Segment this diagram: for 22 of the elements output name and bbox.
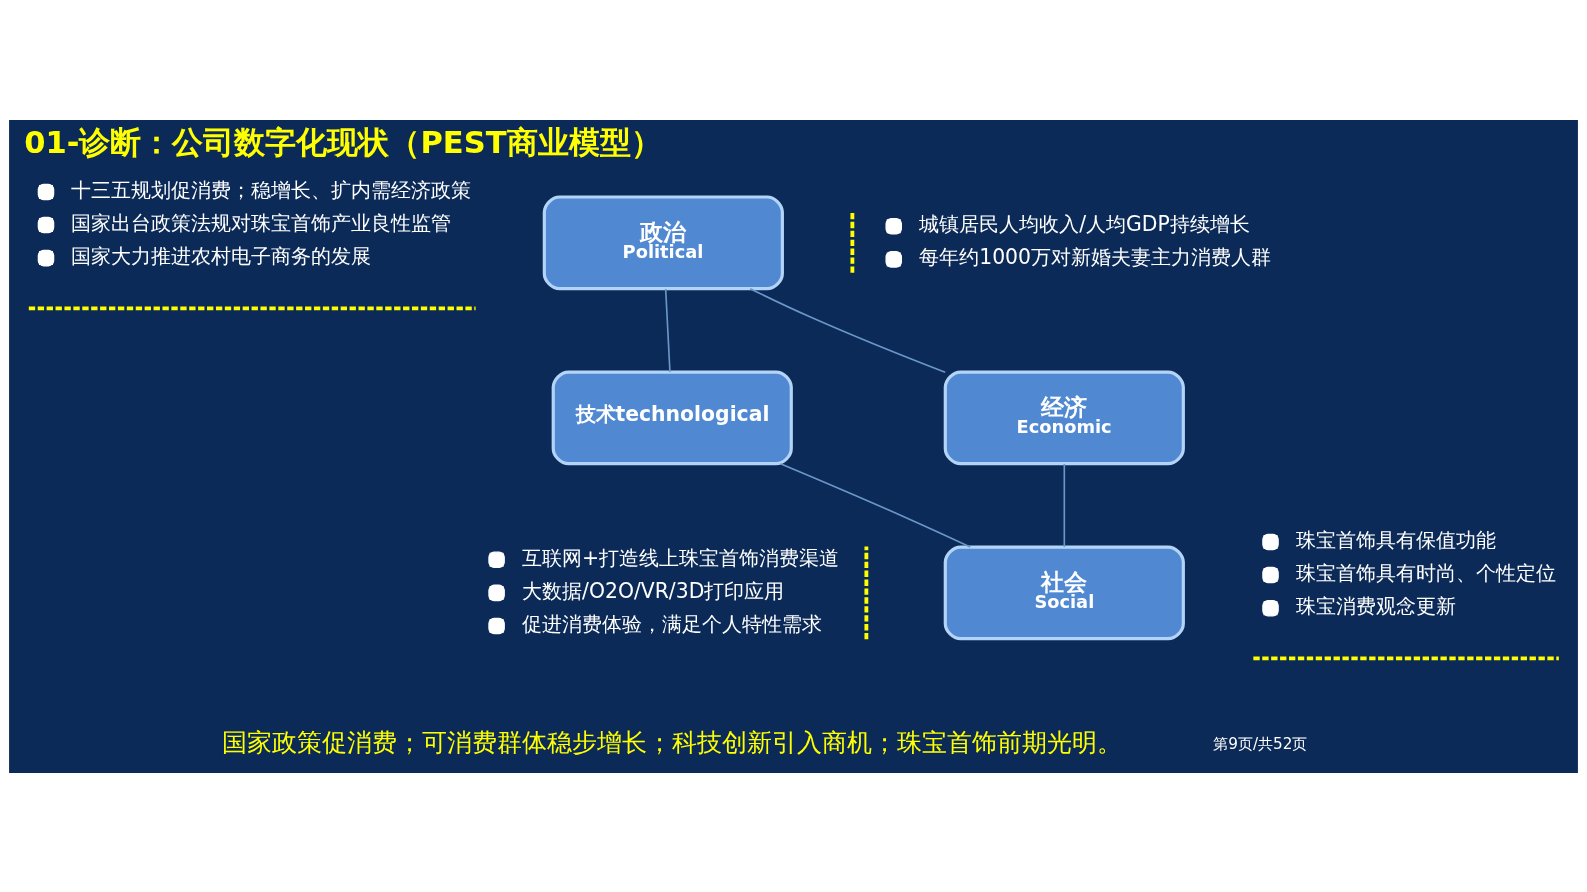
node-label: 国家出台政策法规对珠宝首饰产业良性监管 xyxy=(71,210,452,235)
diagram-title: 01-诊断：公司数字化现状（PEST商业模型） xyxy=(24,124,662,160)
node-label: 大数据/O2O/VR/3D打印应用 xyxy=(522,578,785,603)
node-label: 珠宝首饰具有保值功能 xyxy=(1295,527,1496,552)
node-label: 每年约1000万对新婚夫妻主力消费人群 xyxy=(919,244,1272,269)
node-label: 促进消费体验，满足个人特性需求 xyxy=(522,611,823,636)
connector xyxy=(749,287,946,373)
node-label: 十三五规划促消费；稳增长、扩内需经济政策 xyxy=(71,177,472,202)
label: 国家政策促消费；可消费群体稳步增长；科技创新引入商机；珠宝首饰前期光明。 xyxy=(222,726,1123,757)
node-label: 珠宝消费观念更新 xyxy=(1295,593,1456,618)
node-label: 城镇居民人均收入/人均GDP持续增长 xyxy=(919,211,1250,236)
node-label: 珠宝首饰具有时尚、个性定位 xyxy=(1295,560,1556,585)
connector xyxy=(779,462,971,548)
node-box: 社会 Social xyxy=(943,544,1185,640)
node-label: 互联网+打造线上珠宝首饰消费渠道 xyxy=(522,545,840,570)
node-label: 国家大力推进农村电子商务的发展 xyxy=(71,243,372,268)
label: 第9页/共52页 xyxy=(1213,734,1308,753)
node-box: 经济 Economic xyxy=(943,369,1185,465)
connector xyxy=(664,287,671,373)
node-box: 技术technological xyxy=(551,369,793,465)
node-box: 政治 Political xyxy=(542,194,784,290)
connector xyxy=(1063,462,1066,548)
